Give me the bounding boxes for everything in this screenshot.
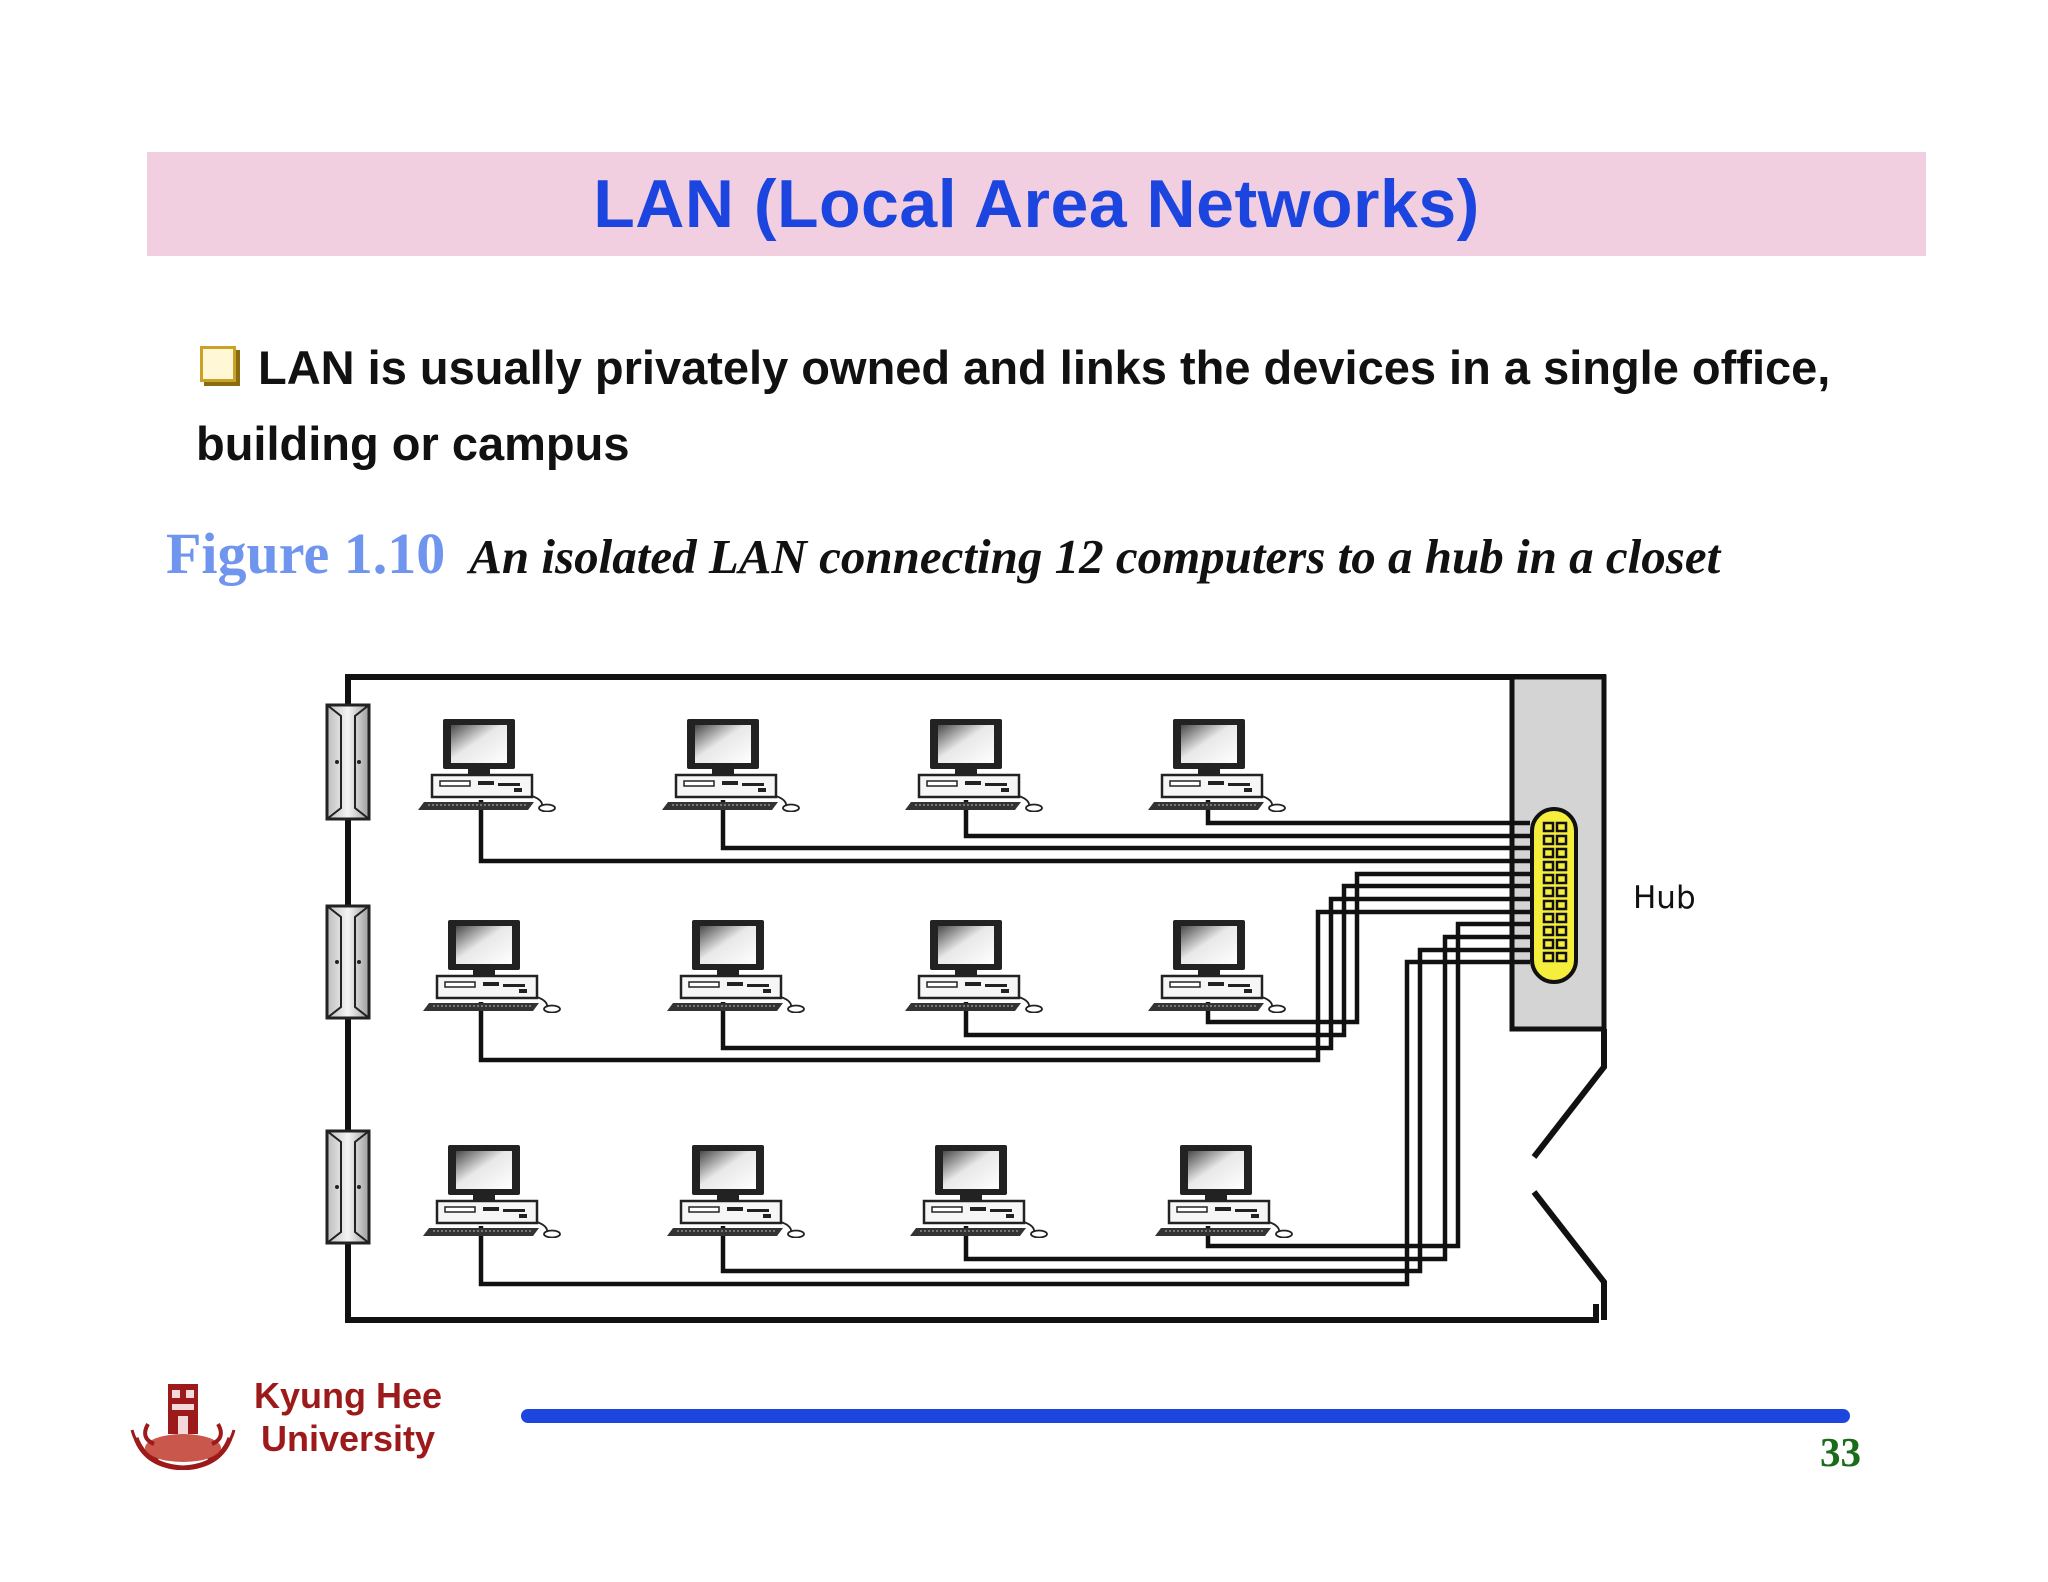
door-icon — [325, 1129, 371, 1245]
university-name-line1: Kyung Hee — [253, 1375, 443, 1416]
computer-icon — [418, 717, 557, 812]
computer-icon — [1148, 717, 1287, 812]
figure-number: Figure 1.10 — [166, 521, 446, 586]
computer-icon — [667, 918, 806, 1013]
computer-icon — [423, 918, 562, 1013]
room-doors — [325, 703, 371, 1245]
wiring-closet — [1509, 674, 1607, 1320]
university-name: Kyung Hee University — [238, 1374, 458, 1460]
university-logo-icon — [130, 1384, 236, 1470]
computer-icon — [1148, 918, 1287, 1013]
bullet-point: LAN is usually privately owned and links… — [196, 330, 1896, 482]
computer-icon — [423, 1143, 562, 1238]
door-icon — [325, 904, 371, 1020]
university-name-line2: University — [260, 1418, 436, 1459]
network-cables — [478, 800, 1530, 1287]
computer-icon — [910, 1143, 1049, 1238]
hub — [1530, 807, 1578, 984]
building-outline — [345, 674, 1606, 1323]
door-icon — [325, 703, 371, 821]
computer-icon — [905, 717, 1044, 812]
computer-icon — [1155, 1143, 1294, 1238]
figure-caption: Figure 1.10 An isolated LAN connecting 12… — [166, 520, 1926, 587]
footer-divider — [521, 1409, 1850, 1423]
computer-icon — [667, 1143, 806, 1238]
hub-label: Hub — [1633, 880, 1696, 916]
computer-icon — [662, 717, 801, 812]
checkbox-bullet-icon — [200, 346, 236, 382]
bullet-text: LAN is usually privately owned and links… — [196, 341, 1831, 470]
computers — [418, 717, 1294, 1238]
page-number: 33 — [1820, 1429, 1861, 1475]
title-band: LAN (Local Area Networks) — [147, 152, 1926, 256]
slide-title: LAN (Local Area Networks) — [593, 166, 1480, 242]
figure-caption-text: An isolated LAN connecting 12 computers … — [469, 529, 1721, 584]
computer-icon — [905, 918, 1044, 1013]
